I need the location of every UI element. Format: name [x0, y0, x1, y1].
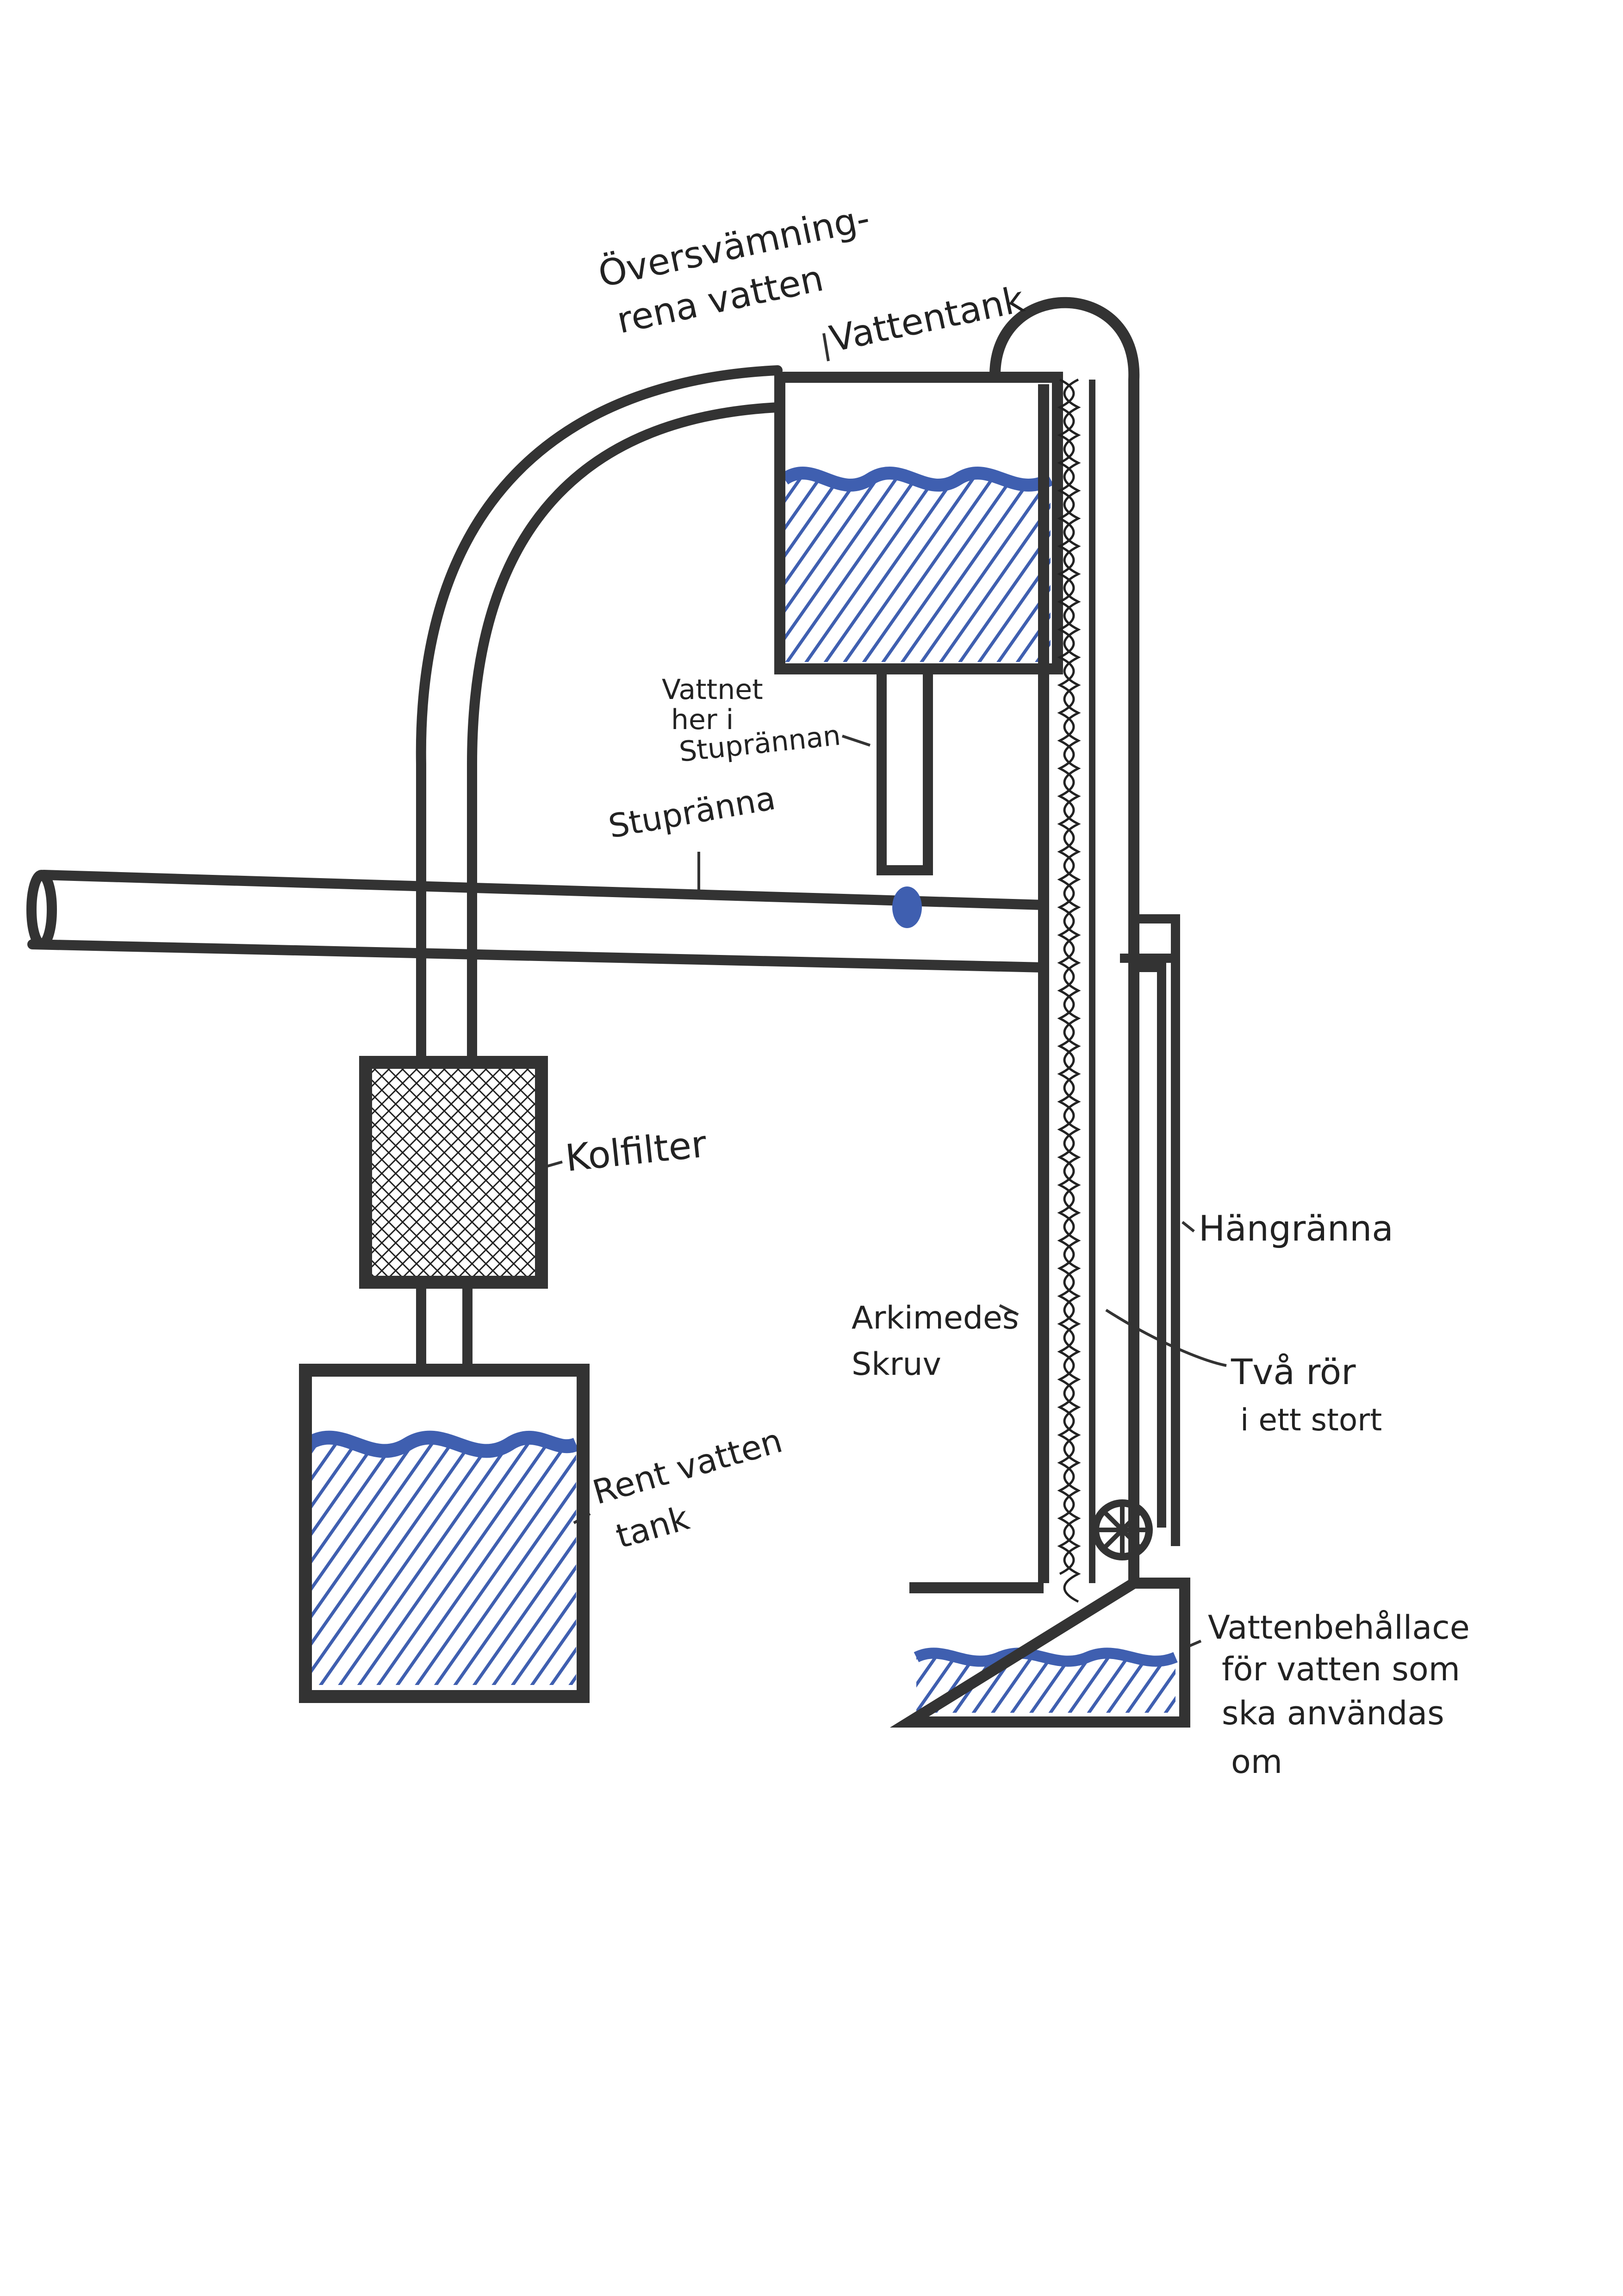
clean-tank-label-2: tank	[612, 1498, 694, 1556]
reservoir-label-4: om	[1231, 1743, 1282, 1781]
water-drop	[892, 886, 922, 928]
archimedes-label-1: Arkimedes	[852, 1300, 1019, 1336]
reservoir-label-2: för vatten som	[1222, 1650, 1460, 1688]
gutter-label: Hängränna	[1199, 1208, 1393, 1249]
carbon-filter-label: Kolfilter	[563, 1122, 709, 1179]
wheel-icon	[1092, 1499, 1153, 1560]
clean-water-tank	[299, 1364, 590, 1703]
downpipe	[26, 870, 1049, 973]
leader-lines	[546, 333, 1227, 1649]
reservoir-label-3: ska användas	[1222, 1694, 1444, 1732]
two-pipes-label-2: i ett stort	[1240, 1402, 1382, 1438]
clean-tank-label-1: Rent vatten	[589, 1421, 787, 1512]
archimedes-label-2: Skruv	[852, 1346, 941, 1383]
downpipe-label: Stupränna	[606, 779, 778, 846]
water-tank	[774, 372, 1063, 928]
water-here-label-2: her i	[671, 704, 734, 736]
labels: Översvämning- rena vatten Vattentank Vat…	[563, 197, 1470, 1781]
water-reservoir	[889, 1578, 1190, 1728]
overflow-pipe	[416, 365, 783, 1063]
water-here-label-1: Vattnet	[662, 674, 763, 706]
two-pipes-label-1: Två rör	[1231, 1351, 1356, 1392]
carbon-filter	[359, 1056, 548, 1370]
reservoir-label-1: Vattenbehållace	[1208, 1609, 1470, 1647]
archimedes-screw	[989, 297, 1140, 1603]
